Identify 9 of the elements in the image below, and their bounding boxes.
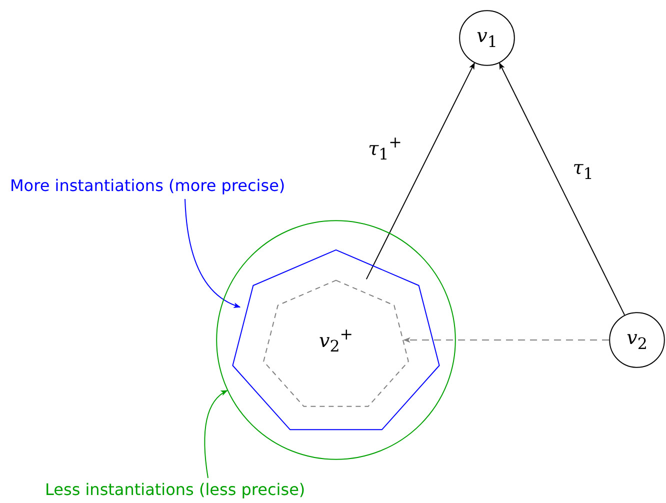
arrow bbox=[366, 62, 475, 280]
node-label: v$_{1}$ bbox=[476, 25, 498, 51]
annotation-text: Less instantiations (less precise) bbox=[45, 480, 306, 499]
arrow bbox=[403, 337, 610, 343]
leader-arrow bbox=[184, 198, 241, 308]
node-label: v$_{2}$ bbox=[626, 327, 648, 353]
arrow bbox=[498, 62, 626, 316]
leader-arrow bbox=[204, 390, 228, 478]
annotation-text: More instantiations (more precise) bbox=[10, 176, 286, 195]
